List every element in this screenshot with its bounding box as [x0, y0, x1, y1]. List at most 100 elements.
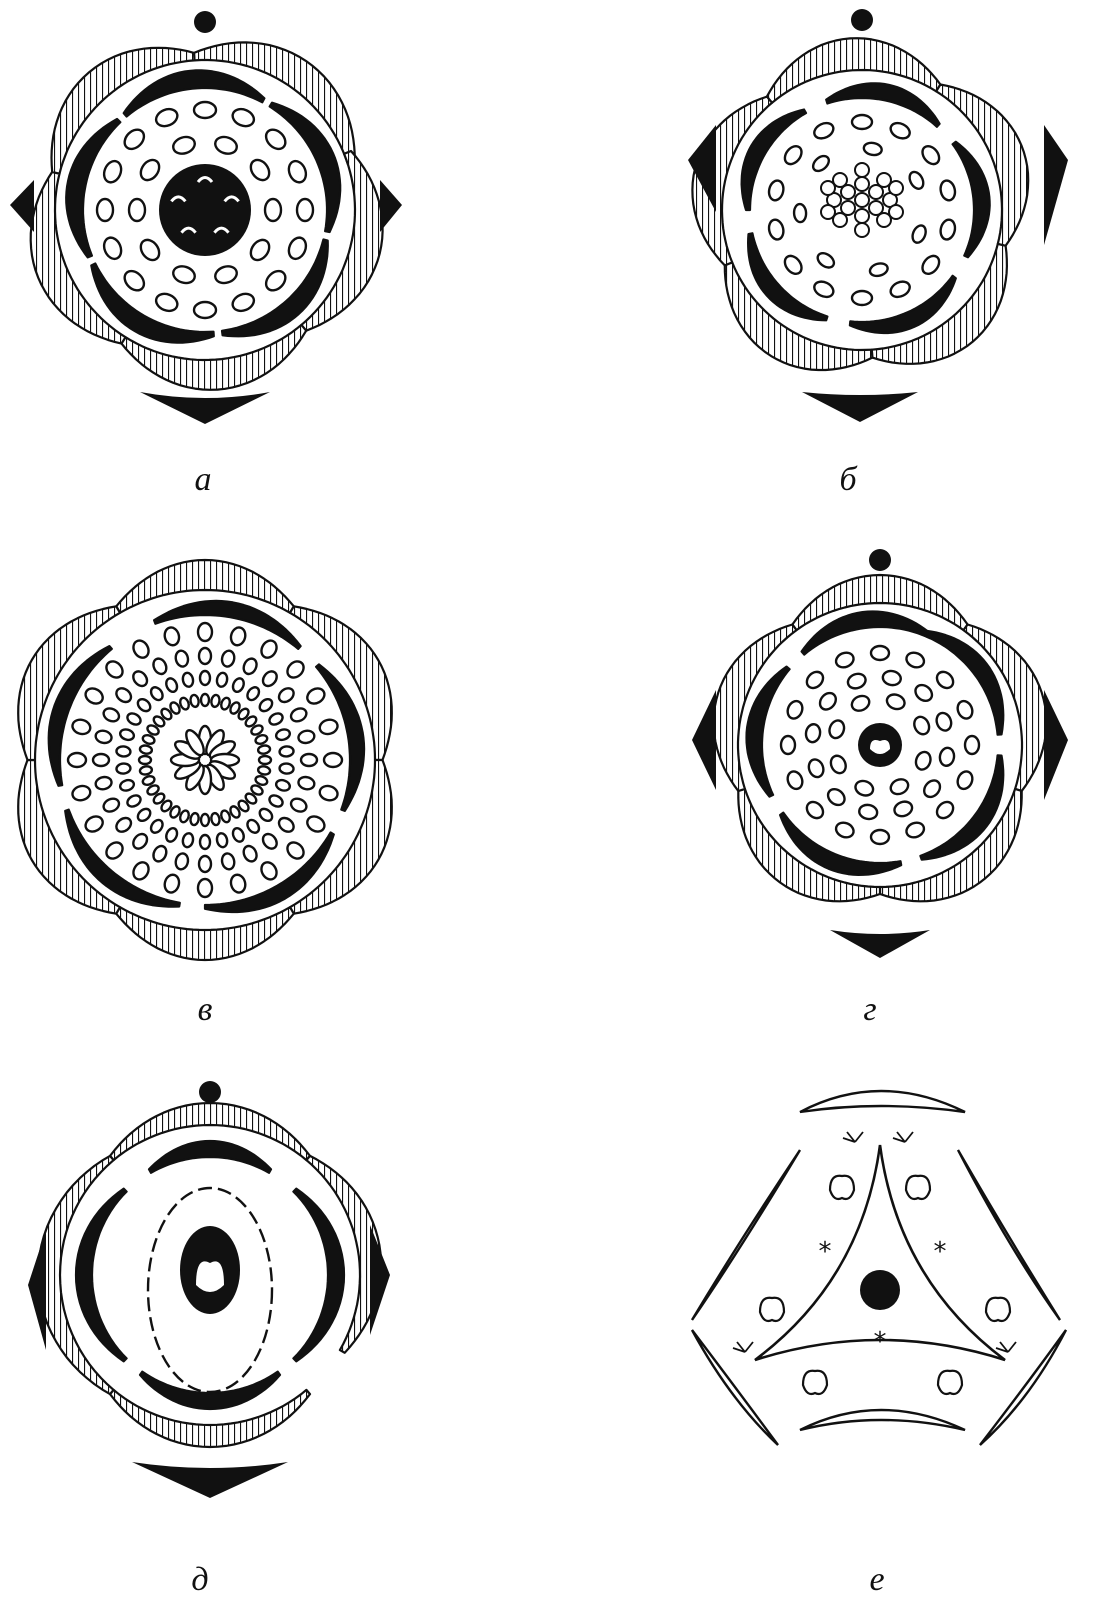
stamen: [812, 120, 836, 141]
stamen: [247, 236, 273, 263]
carpel: [855, 209, 869, 223]
stamen: [806, 757, 825, 779]
stamen: [213, 134, 239, 156]
stamen: [245, 685, 261, 702]
stamen: [137, 236, 163, 263]
axis-dot: [199, 1081, 221, 1103]
stamen: [910, 223, 928, 244]
petal: [149, 1141, 271, 1173]
stamen: [154, 106, 180, 129]
floral-diagram-v: [18, 560, 392, 960]
stamen: [986, 1298, 1010, 1321]
stamen: [853, 779, 875, 798]
stamen: [231, 826, 246, 843]
stamen: [83, 813, 106, 834]
stamen: [221, 649, 236, 667]
panel-label-d: д: [191, 1561, 208, 1598]
stamen: [885, 692, 907, 711]
panel-label-g: г: [863, 991, 876, 1028]
stamen: [888, 279, 912, 300]
stamen: [119, 778, 135, 792]
stamen: [114, 815, 134, 834]
bract-right: [1044, 125, 1068, 245]
stamen: [781, 253, 804, 277]
perianth-segment: [692, 1150, 800, 1320]
stamen: [955, 769, 975, 791]
stamen: [101, 159, 124, 185]
stamen: [101, 235, 124, 261]
stamen: [827, 718, 846, 740]
stamen: [83, 685, 106, 706]
carpel: [855, 223, 869, 237]
stamen: [139, 765, 152, 775]
stamen: [869, 261, 890, 277]
stamen: [284, 839, 307, 862]
petal: [826, 83, 939, 127]
stamen: [810, 153, 831, 174]
stamen: [257, 806, 274, 823]
stamen: [194, 102, 216, 118]
stamen: [174, 852, 189, 870]
stamen: [216, 672, 229, 688]
stamen: [267, 793, 284, 809]
stamen: [125, 793, 142, 809]
stamen: [289, 796, 309, 814]
stamen: [284, 658, 307, 681]
axis-dot: [851, 9, 873, 31]
stamen: [231, 677, 246, 694]
stamen: [201, 814, 209, 826]
stamen: [149, 818, 165, 835]
carpel: [889, 181, 903, 195]
stamen: [121, 267, 148, 294]
perianth-segment: [800, 1091, 965, 1112]
stamen: [760, 1298, 784, 1321]
stamen: [276, 815, 296, 834]
stamen: [247, 156, 273, 183]
stamen: [904, 650, 926, 670]
stamen: [182, 832, 195, 848]
nectary-mark: *: [874, 1327, 887, 1357]
panel-label-a: а: [195, 461, 212, 498]
stamen: [213, 264, 239, 286]
stamen: [210, 694, 220, 707]
stamen: [198, 879, 212, 897]
stamen: [830, 1176, 854, 1199]
stamen: [265, 199, 281, 221]
carpel: [855, 163, 869, 177]
stamen: [805, 723, 822, 743]
stamen: [119, 728, 135, 742]
stamen: [939, 747, 956, 767]
stamen: [318, 784, 339, 802]
stamen: [210, 812, 220, 825]
axis-dot: [194, 11, 216, 33]
stamen: [149, 685, 165, 702]
stamen: [190, 812, 200, 825]
stamen: [858, 804, 878, 821]
bract-bottom: [802, 392, 918, 422]
stamen: [182, 672, 195, 688]
stamen: [139, 745, 152, 755]
stamen: [934, 711, 953, 733]
stamen: [815, 250, 837, 270]
stamen: [163, 626, 181, 647]
stamen: [129, 199, 145, 221]
perianth-segment: [800, 1410, 965, 1430]
floral-diagram-e: ***: [692, 1091, 1066, 1445]
stamen: [260, 669, 279, 689]
stamen: [93, 754, 109, 766]
stamen: [164, 826, 179, 843]
stigma-lobes: [893, 1132, 913, 1142]
stamen: [965, 736, 979, 754]
stamen: [116, 763, 131, 774]
nectary-mark: *: [934, 1237, 947, 1267]
stamen: [275, 778, 291, 792]
stamen: [262, 126, 289, 153]
stamen: [130, 860, 151, 883]
bract-right: [1044, 690, 1068, 800]
stamen: [767, 218, 785, 241]
stamen: [201, 694, 209, 706]
stamen: [279, 746, 294, 757]
floral-diagram-b: [688, 9, 1068, 422]
stamen: [230, 291, 256, 314]
